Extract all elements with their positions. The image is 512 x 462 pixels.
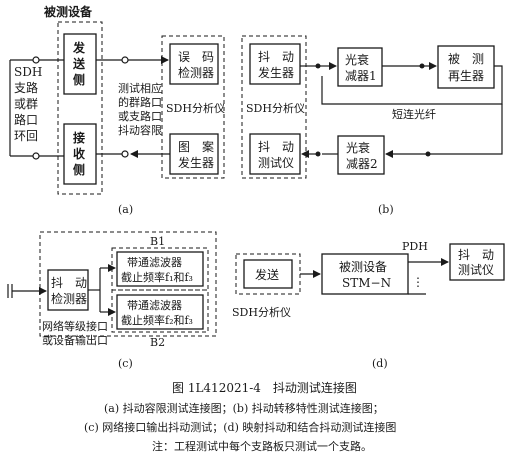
- filter2-line-2: 截止频率f₂和f₃: [121, 313, 193, 327]
- analyzer-d-label: SDH分析仪: [232, 305, 291, 319]
- pattern-gen-box: [169, 133, 219, 175]
- jitter-tester-d-line-1: 抖 动: [458, 248, 494, 262]
- recv-side-box: [63, 123, 97, 185]
- jitter-gen-line-1: 抖 动: [258, 50, 294, 64]
- label-c: (c): [118, 357, 133, 370]
- diagram-a: 被测设备 SDH 支路 或群 路口 环回 发 送 侧 接 收 侧 测试: [9, 4, 225, 216]
- dut-dashed-frame: [57, 21, 103, 195]
- analyzer-a-frame: [161, 35, 225, 179]
- recv-side-char-3: 侧: [73, 162, 85, 177]
- b1-label: B1: [150, 235, 165, 248]
- jitter-tester-box: [249, 133, 301, 175]
- diagram-d: 发送 SDH分析仪 被测设备 STM−N PDH ⋮ 抖 动 测试仪 (d): [232, 240, 505, 370]
- analyzer-a-label: SDH分析仪: [166, 101, 225, 115]
- bandpass-filter1-box: [116, 251, 204, 287]
- regenerator-line-1: 被 测: [448, 52, 484, 66]
- wire: [430, 104, 503, 155]
- recv-side-char-2: 收: [73, 146, 85, 161]
- regenerator-line-2: 再生器: [448, 69, 484, 83]
- label-b: (b): [378, 203, 394, 216]
- sdh-loop-line-5: 环回: [14, 129, 38, 143]
- connector-dot: [419, 63, 425, 69]
- iface-dashed-frame: [39, 231, 217, 337]
- recv-side-char-1: 接: [73, 130, 85, 145]
- connector-dot: [315, 63, 321, 69]
- jitter-gen-line-2: 发生器: [258, 65, 294, 80]
- ellipsis-label: ⋮: [412, 275, 424, 289]
- send-side-char-1: 发: [72, 40, 86, 55]
- iface-line-1: 网络等级接口: [42, 319, 108, 333]
- pattern-gen-line-1: 图 案: [178, 139, 214, 154]
- jitter-detector-line-1: 抖 动: [51, 276, 87, 290]
- sdh-loop-line-1: SDH: [14, 65, 42, 79]
- caption-title: 图 1L412021-4 抖动测试连接图: [172, 380, 357, 395]
- terminal-icon: [121, 56, 129, 64]
- jitter-gen-box: [249, 43, 301, 85]
- send-side-char-3: 侧: [73, 72, 85, 87]
- b2-label: B2: [150, 336, 165, 349]
- diagram-b: 抖 动 发生器 SDH分析仪 抖 动 测试仪 光衰 减器1 被 测 再生器 短连…: [241, 35, 503, 216]
- terminal-icon: [32, 56, 40, 64]
- caption: 图 1L412021-4 抖动测试连接图 (a) 抖动容限测试连接图；(b) 抖…: [84, 380, 396, 453]
- terminal-icon: [121, 150, 129, 158]
- dut-d-box: [321, 253, 409, 295]
- label-d: (d): [372, 357, 388, 370]
- test-port-line-3: 或支路口: [118, 110, 162, 123]
- error-detector-box: [169, 43, 219, 85]
- jitter-tester-d-line-2: 测试仪: [458, 262, 494, 277]
- bandpass-filter2-box: [116, 294, 204, 330]
- test-port-line-1: 测试相应: [118, 81, 162, 95]
- dut-d-line-1: 被测设备: [339, 260, 387, 274]
- test-port-line-2: 的群路口: [118, 95, 162, 109]
- send-box: [243, 259, 293, 289]
- sdh-loop-line-4: 路口: [14, 112, 38, 127]
- jitter-tester-d-box: [449, 243, 505, 281]
- attenuator2-line-2: 减器2: [346, 157, 378, 171]
- pattern-gen-line-2: 发生器: [178, 155, 214, 170]
- sdh-loop-line-2: 支路: [14, 80, 38, 95]
- analyzer-b-label: SDH分析仪: [246, 101, 305, 115]
- error-detector-line-2: 检测器: [178, 65, 214, 80]
- connector-dot: [425, 151, 431, 157]
- caption-line-2: (c) 网络接口输出抖动测试；(d) 映射抖动和结合抖动测试连接图: [84, 420, 396, 434]
- short-fiber-label: 短连光纤: [392, 107, 436, 121]
- attenuator1-box: [337, 47, 383, 87]
- attenuator1-line-2: 减器1: [345, 69, 377, 83]
- send-side-char-2: 送: [72, 56, 86, 71]
- attenuator1-line-1: 光衰: [345, 52, 369, 67]
- regenerator-box: [437, 45, 495, 89]
- test-port-line-4: 抖动容限: [118, 123, 162, 137]
- attenuator2-line-1: 光衰: [346, 140, 370, 155]
- iface-line-2: 或设备输出口: [42, 333, 108, 347]
- jitter-tester-line-2: 测试仪: [258, 155, 294, 170]
- error-detector-line-1: 误 码: [178, 50, 214, 64]
- terminal-icon: [32, 152, 40, 160]
- jitter-tester-line-1: 抖 动: [258, 140, 294, 154]
- pdh-label: PDH: [402, 240, 428, 253]
- diagram-c: B1 抖 动 检测器 带通滤波器 截止频率f₁和f₃ 带通滤波器 截止频率f₂和…: [7, 231, 217, 370]
- dut-d-line-2: STM−N: [342, 276, 391, 290]
- caption-line-1: (a) 抖动容限测试连接图；(b) 抖动转移特性测试连接图；: [104, 401, 384, 415]
- connector-dot: [315, 151, 321, 157]
- dut-title: 被测设备: [44, 4, 93, 19]
- sdh-loop-line-3: 或群: [14, 97, 38, 111]
- filter1-line-2: 截止频率f₁和f₃: [121, 270, 193, 284]
- filter2-line-1: 带通滤波器: [127, 299, 182, 312]
- attenuator2-box: [337, 135, 385, 175]
- send-label: 发送: [255, 267, 279, 282]
- send-side-box: [63, 33, 97, 95]
- jitter-detector-line-2: 检测器: [51, 291, 87, 306]
- analyzer-b-frame: [241, 35, 307, 179]
- label-a: (a): [118, 203, 133, 216]
- filter1-line-1: 带通滤波器: [127, 256, 182, 269]
- caption-note: 注：工程测试中每个支路板只测试一个支路。: [152, 439, 372, 453]
